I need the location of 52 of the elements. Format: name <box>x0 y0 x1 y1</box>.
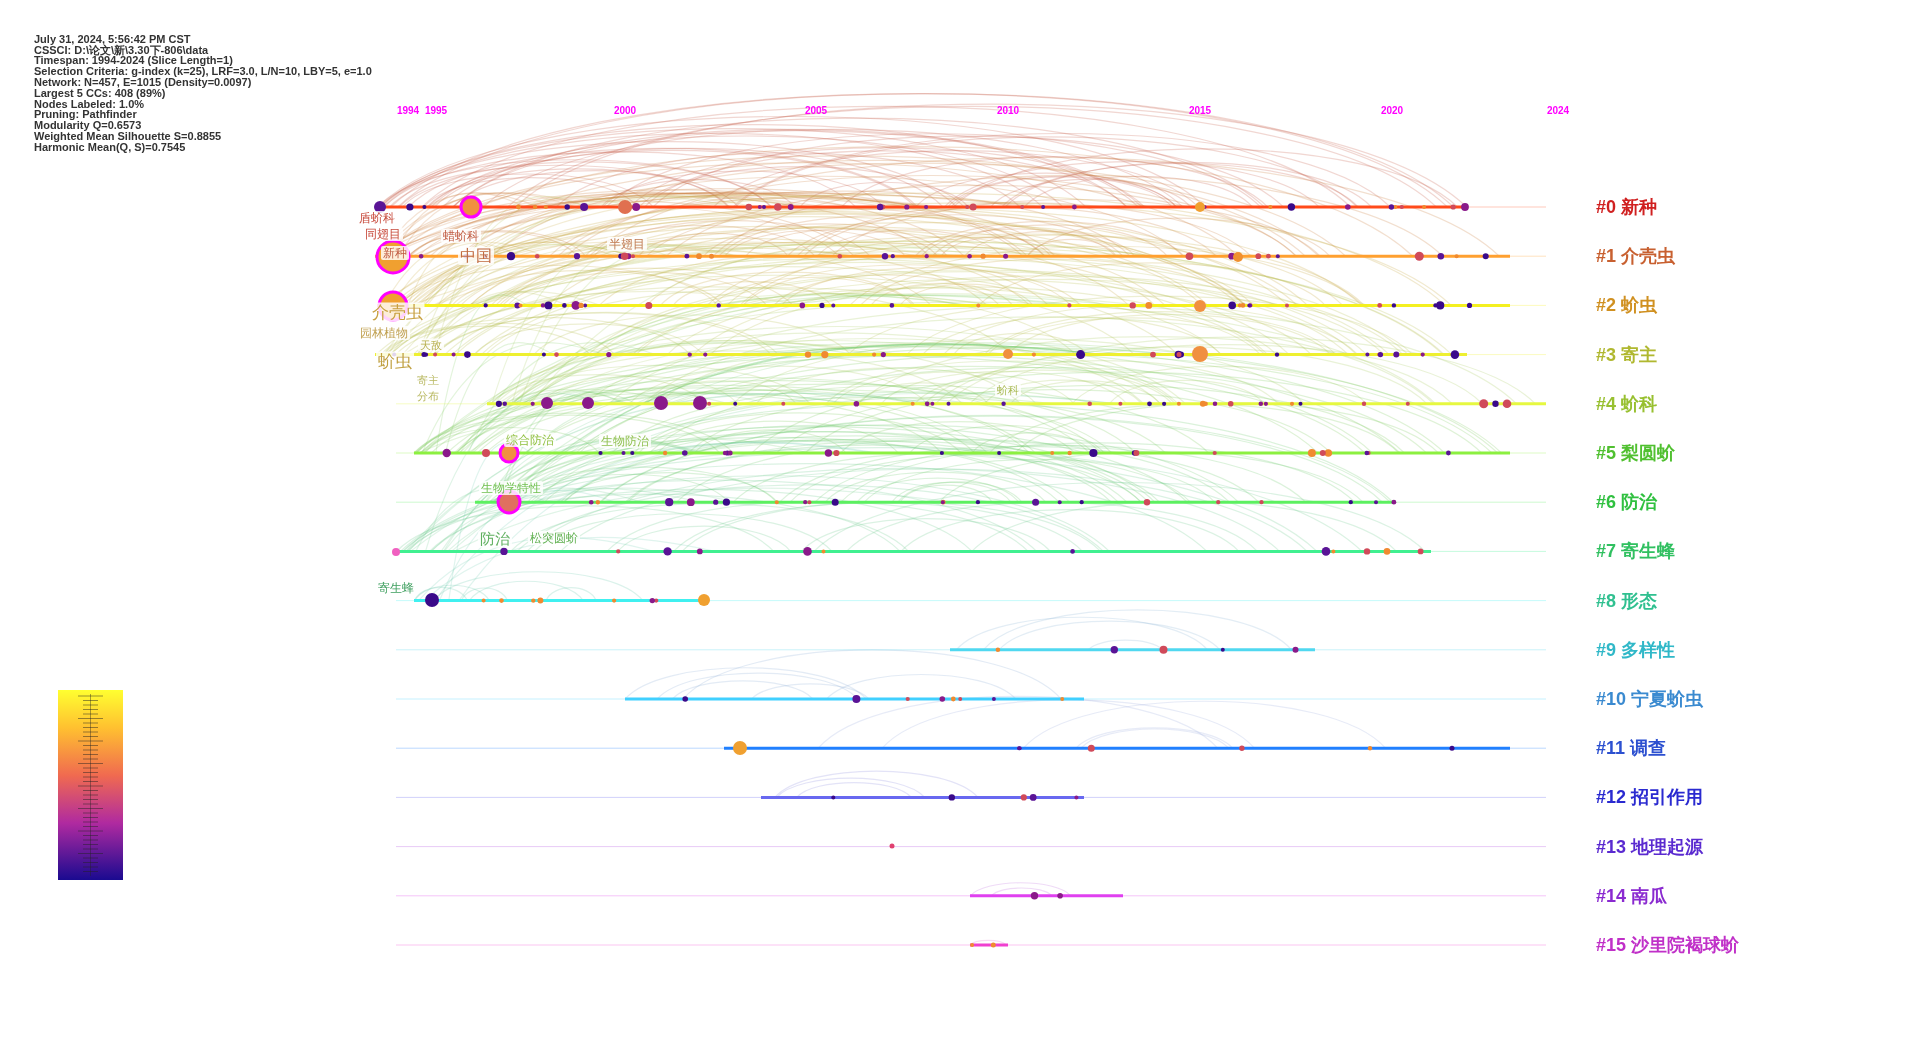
cluster-label: #4 蚧科 <box>1596 394 1658 413</box>
keyword-label: 综合防治 <box>504 433 556 447</box>
keyword-label: 天敌 <box>418 338 444 352</box>
cluster-label: #1 介壳虫 <box>1596 247 1676 266</box>
cluster-label: #11 调查 <box>1596 739 1667 758</box>
year-label: 2005 <box>804 106 828 116</box>
cluster-label: #8 形态 <box>1596 591 1658 610</box>
network-info-text: Network: N=457, E=1015 (Density=0.0097) <box>34 77 252 88</box>
keyword-label: 介壳虫 <box>369 302 425 322</box>
cluster-label: #10 宁夏蚧虫 <box>1596 690 1704 708</box>
year-label: 2015 <box>1188 106 1212 116</box>
keyword-label: 生物学特性 <box>479 481 543 495</box>
keyword-label: 盾蚧科 <box>357 211 397 225</box>
cluster-label: #9 多样性 <box>1596 640 1676 659</box>
network-info-text: Pruning: Pathfinder <box>34 109 137 121</box>
network-info-text: CSSCI: D:\论文\新\3.30下-806\data <box>34 44 209 56</box>
cluster-label: #14 南瓜 <box>1596 886 1668 905</box>
keyword-label: 寄主 <box>415 373 441 387</box>
keyword-label: 中国 <box>458 247 494 265</box>
year-label: 2020 <box>1380 106 1404 116</box>
keyword-label: 同翅目 <box>363 227 403 241</box>
cluster-label: #0 新种 <box>1596 198 1658 216</box>
network-info-text: Weighted Mean Silhouette S=0.8855 <box>34 131 222 142</box>
cluster-label: #6 防治 <box>1596 493 1658 512</box>
year-label: 2010 <box>996 106 1020 116</box>
cluster-label: #2 蚧虫 <box>1596 296 1658 315</box>
year-label: 2024 <box>1546 106 1570 116</box>
cluster-label: #7 寄生蜂 <box>1596 542 1676 561</box>
keyword-label: 松突圆蚧 <box>528 531 580 545</box>
year-label: 1994 <box>396 106 420 116</box>
cluster-label: #5 梨圆蚧 <box>1596 444 1676 462</box>
cluster-label: #12 招引作用 <box>1596 788 1704 807</box>
network-info-text: Selection Criteria: g-index (k=25), LRF=3.0, L/N=10, LBY=5, e=1.0 <box>34 66 372 77</box>
keyword-label: 园林植物 <box>358 326 410 340</box>
keyword-label: 蚧科 <box>995 383 1021 397</box>
cluster-label: #3 寄主 <box>1596 345 1658 364</box>
keyword-label: 寄生蜂 <box>376 581 416 595</box>
keyword-label: 生物防治 <box>599 434 651 448</box>
keyword-label: 防治 <box>478 530 512 548</box>
network-info-text: July 31, 2024, 5:56:42 PM CST <box>34 33 191 45</box>
cluster-label: #13 地理起源 <box>1596 837 1704 856</box>
cluster-label: #15 沙里院褐球蚧 <box>1596 936 1740 954</box>
network-info-text: Modularity Q=0.6573 <box>34 120 142 131</box>
network-info-text: Largest 5 CCs: 408 (89%) <box>34 87 166 99</box>
network-info-text: Timespan: 1994-2024 (Slice Length=1) <box>34 55 233 67</box>
keyword-label: 半翅目 <box>607 237 647 251</box>
keyword-label: 蚧虫 <box>376 351 414 371</box>
keyword-label: 新种 <box>381 246 409 260</box>
year-label: 2000 <box>613 106 637 116</box>
year-label: 1995 <box>424 106 448 116</box>
keyword-label: 蜡蚧科 <box>441 229 481 243</box>
keyword-label: 分布 <box>415 389 441 403</box>
